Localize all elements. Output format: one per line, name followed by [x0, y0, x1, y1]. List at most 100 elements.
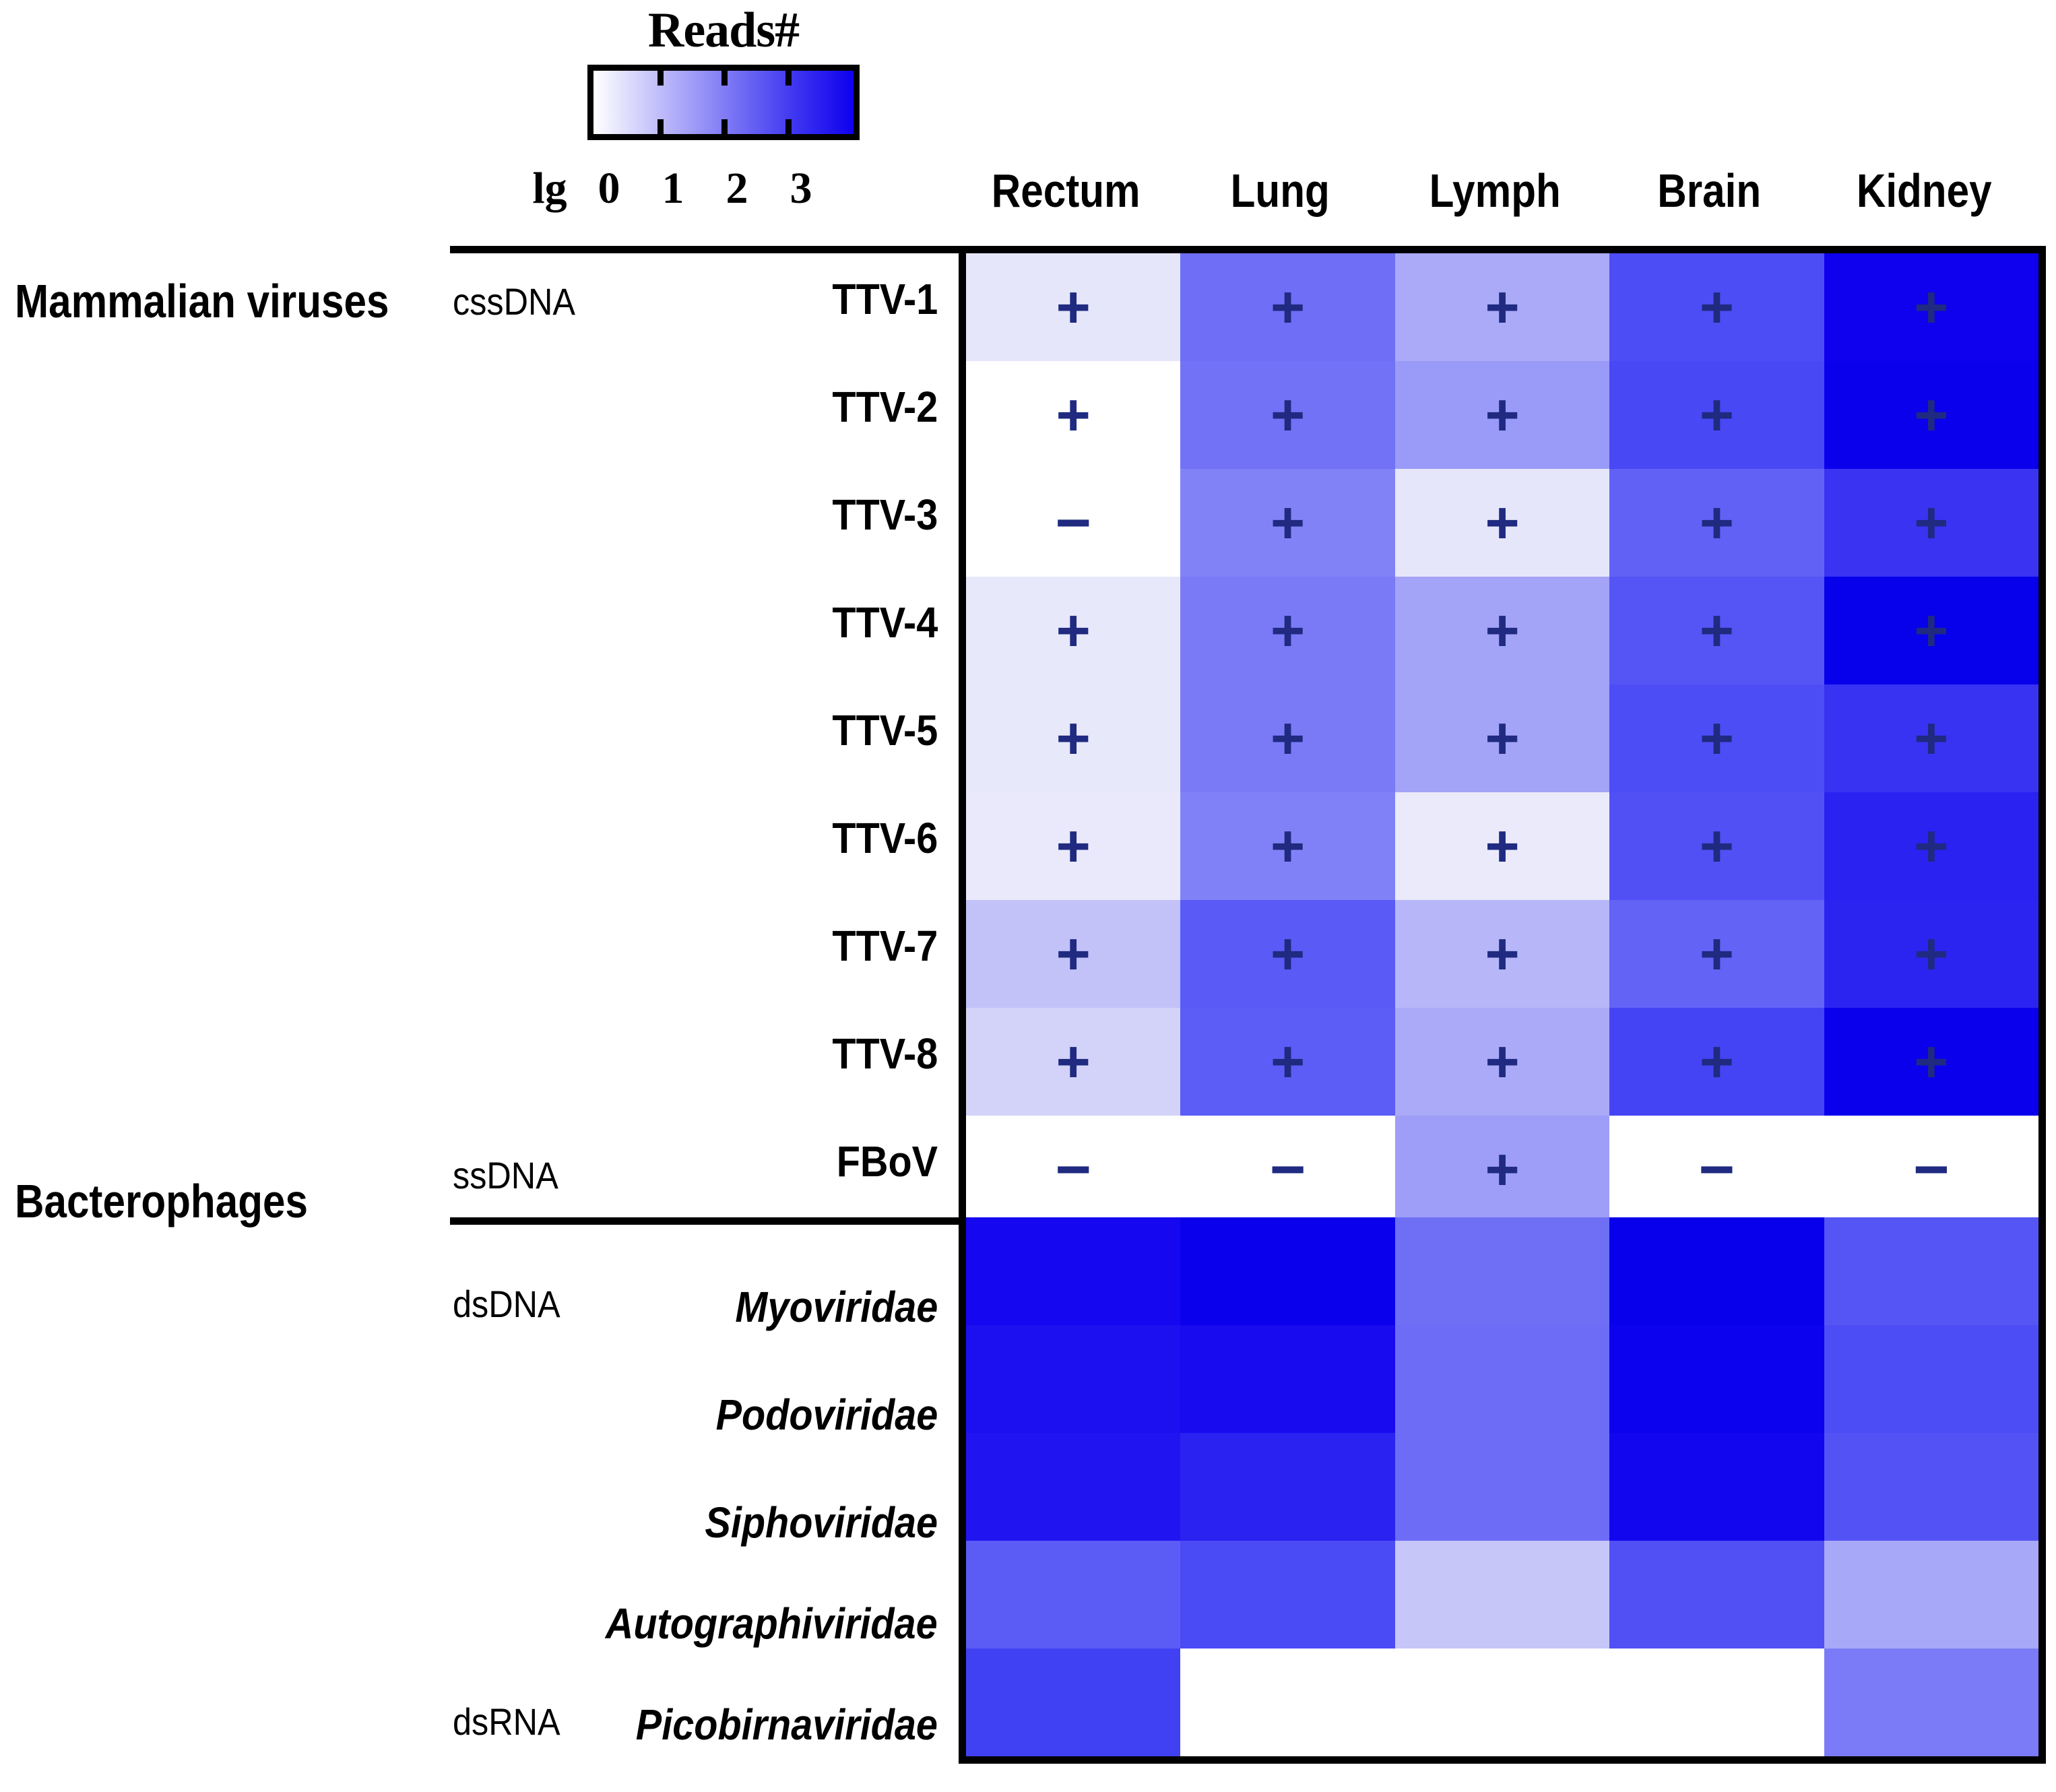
column-header-lymph: Lymph — [1429, 164, 1561, 217]
colorbar — [587, 65, 860, 140]
heatmap-cell — [1609, 1649, 1824, 1756]
row-label-ttv-2: TTV-2 — [832, 383, 938, 431]
column-header-brain: Brain — [1657, 164, 1762, 217]
heatmap-cell: + — [1824, 361, 2039, 469]
absent-marker: − — [1055, 1135, 1092, 1204]
heatmap-cell: + — [1609, 792, 1824, 900]
absent-marker: − — [1269, 1135, 1306, 1204]
column-header-lung: Lung — [1231, 164, 1330, 217]
heatmap-cell: + — [1824, 900, 2039, 1008]
row-label-ttv-3: TTV-3 — [832, 490, 938, 539]
absent-marker: − — [1698, 1135, 1735, 1204]
heatmap-cell: + — [1824, 684, 2039, 792]
present-marker: + — [1485, 381, 1520, 448]
legend-title: Reads# — [647, 3, 800, 58]
heatmap-row — [966, 1649, 2039, 1756]
heatmap-cell: + — [1394, 900, 1610, 1008]
colorbar-tick-3-bottom — [785, 119, 792, 134]
row-label-autographiviridae: Autographiviridae — [606, 1599, 938, 1648]
present-marker: + — [1699, 705, 1735, 771]
heatmap-cell: − — [1609, 1116, 1824, 1223]
present-marker: + — [1914, 1028, 1949, 1095]
present-marker: + — [1699, 1028, 1735, 1095]
present-marker: + — [1485, 1028, 1520, 1095]
heatmap-cell: + — [1180, 1008, 1395, 1116]
absent-marker: − — [1913, 1135, 1950, 1204]
heatmap-cell: + — [966, 792, 1181, 900]
heatmap-cell: + — [1609, 1008, 1824, 1116]
heatmap-cell: + — [1394, 1008, 1610, 1116]
row-label-ttv-6: TTV-6 — [832, 814, 938, 862]
heatmap-cell — [1824, 1541, 2039, 1649]
present-marker: + — [1485, 812, 1520, 879]
row-label-ttv-1: TTV-1 — [832, 275, 938, 323]
present-marker: + — [1699, 812, 1735, 879]
present-marker: + — [1056, 812, 1091, 879]
heatmap-cell: + — [1180, 792, 1395, 900]
genome-label-ssdna: ssDNA — [453, 1154, 558, 1196]
heatmap-cell: + — [1609, 684, 1824, 792]
present-marker: + — [1485, 274, 1520, 340]
heatmap-cell — [1609, 1433, 1824, 1541]
row-label-podoviridae: Podoviridae — [715, 1390, 938, 1439]
heatmap-cell — [966, 1325, 1181, 1433]
heatmap-mammalian-viruses: ++++++++++−+++++++++++++++++++++++++++++… — [959, 246, 2046, 1231]
heatmap-cell — [1609, 1217, 1824, 1325]
heatmap-cell: + — [1394, 792, 1610, 900]
heatmap-cell — [1394, 1541, 1610, 1649]
present-marker: + — [1914, 920, 1949, 987]
top-divider-rule — [450, 246, 962, 253]
heatmap-cell: + — [1609, 900, 1824, 1008]
heatmap-cell: − — [1824, 1116, 2039, 1223]
colorbar-tick-1-top — [657, 71, 664, 86]
heatmap-bacterophages — [959, 1217, 2046, 1764]
present-marker: + — [1914, 597, 1949, 664]
present-marker: + — [1270, 381, 1306, 448]
heatmap-row — [966, 1217, 2039, 1325]
heatmap-cell: + — [1824, 1008, 2039, 1116]
heatmap-cell: + — [1394, 577, 1610, 684]
heatmap-cell: − — [966, 1116, 1181, 1223]
heatmap-cell: + — [1180, 469, 1395, 577]
row-label-ttv-5: TTV-5 — [832, 706, 938, 755]
heatmap-cell: + — [1824, 469, 2039, 577]
heatmap-row: + + + + + — [966, 792, 2039, 900]
heatmap-row — [966, 1325, 2039, 1433]
heatmap-cell: + — [1609, 361, 1824, 469]
colorbar-prefix-label: lg — [532, 164, 567, 213]
present-marker: + — [1485, 597, 1520, 664]
present-marker: + — [1056, 381, 1091, 448]
heatmap-row — [966, 1433, 2039, 1541]
heatmap-cell — [966, 1433, 1181, 1541]
present-marker: + — [1699, 920, 1735, 987]
row-label-picobirnaviridae: Picobirnaviridae — [635, 1700, 938, 1749]
present-marker: + — [1914, 812, 1949, 879]
heatmap-cell — [966, 1217, 1181, 1325]
heatmap-cell: + — [1394, 253, 1610, 361]
present-marker: + — [1485, 489, 1520, 556]
heatmap-cell — [1394, 1433, 1610, 1541]
heatmap-cell — [1824, 1325, 2039, 1433]
row-label-ttv-7: TTV-7 — [832, 922, 938, 970]
heatmap-cell — [1394, 1325, 1610, 1433]
present-marker: + — [1056, 597, 1091, 664]
row-label-ttv-8: TTV-8 — [832, 1029, 938, 1078]
heatmap-cell: − — [1180, 1116, 1395, 1223]
present-marker: + — [1270, 1028, 1306, 1095]
heatmap-cell — [1609, 1541, 1824, 1649]
present-marker: + — [1056, 274, 1091, 340]
colorbar-tick-label-0: 0 — [598, 164, 620, 213]
genome-label-dsdna: dsDNA — [453, 1283, 560, 1325]
heatmap-cell: + — [1609, 253, 1824, 361]
present-marker: + — [1270, 705, 1306, 771]
present-marker: + — [1056, 1028, 1091, 1095]
heatmap-cell: + — [1609, 469, 1824, 577]
colorbar-legend: Reads# lg 0 1 2 3 — [532, 0, 860, 211]
heatmap-cell: + — [1394, 1116, 1610, 1223]
heatmap-cell: + — [1394, 684, 1610, 792]
heatmap-row: +++++ — [966, 684, 2039, 792]
heatmap-row: +++++ — [966, 361, 2039, 469]
heatmap-row: + + + + + — [966, 1008, 2039, 1116]
heatmap-cell: + — [1180, 684, 1395, 792]
absent-marker: − — [1055, 488, 1092, 557]
